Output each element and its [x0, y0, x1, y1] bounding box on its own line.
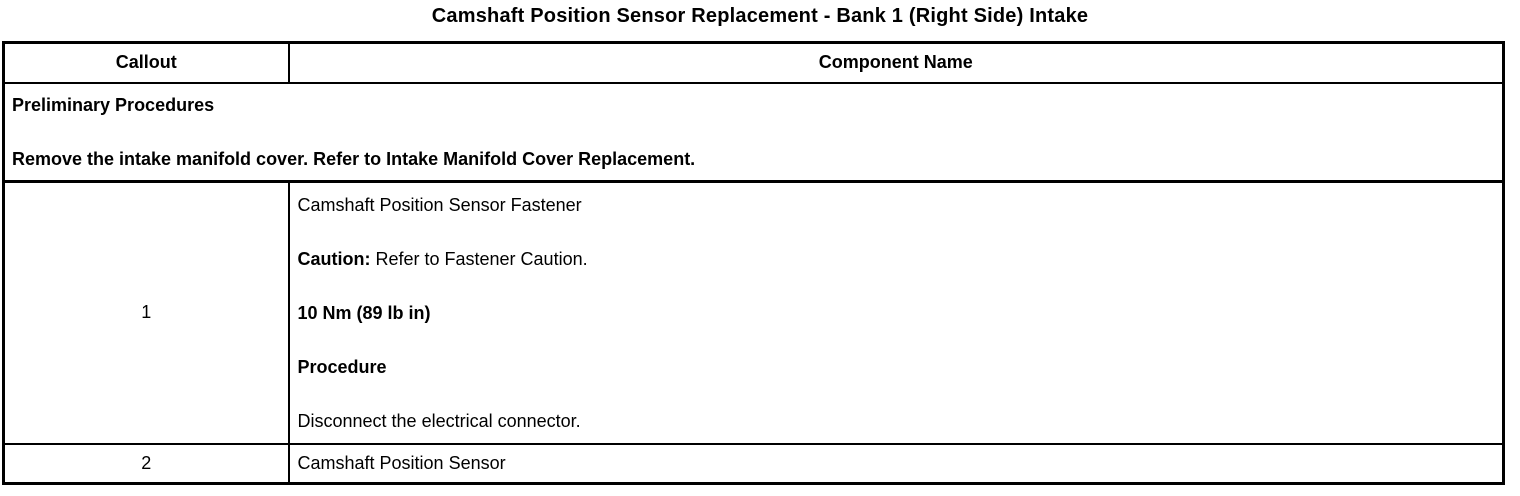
- callout-1-cell: 1: [3, 181, 290, 445]
- column-header-callout: Callout: [3, 42, 290, 84]
- column-header-component-name: Component Name: [288, 42, 1504, 84]
- preliminary-heading: Preliminary Procedures: [12, 94, 215, 115]
- caution-note: Caution: Refer to Fastener Caution.: [298, 246, 1495, 273]
- preliminary-procedures-row: Preliminary Procedures Remove the intake…: [3, 82, 1504, 183]
- preliminary-instruction: Remove the intake manifold cover. Refer …: [12, 148, 696, 169]
- callout-2-cell: 2: [3, 443, 290, 484]
- component-2-cell: Camshaft Position Sensor: [297, 452, 506, 473]
- table-header-row: Callout Component Name: [3, 42, 1504, 84]
- page-title: Camshaft Position Sensor Replacement - B…: [431, 5, 1089, 27]
- parts-table: Callout Component Name Preliminary Proce…: [2, 41, 1505, 485]
- table-row: 2 Camshaft Position Sensor: [3, 443, 1504, 484]
- component-name-text: Camshaft Position Sensor Fastener: [297, 194, 582, 215]
- torque-spec: 10 Nm (89 lb in): [297, 302, 431, 323]
- component-1-cell: Camshaft Position Sensor Fastener Cautio…: [288, 181, 1504, 445]
- procedure-heading: Procedure: [297, 356, 387, 377]
- caution-label: Caution:: [297, 248, 371, 269]
- preliminary-procedures-cell: Preliminary Procedures Remove the intake…: [3, 82, 1504, 183]
- caution-text: Refer to Fastener Caution.: [370, 248, 588, 269]
- procedure-step: Disconnect the electrical connector.: [297, 410, 581, 431]
- table-row: 1 Camshaft Position Sensor Fastener Caut…: [3, 181, 1504, 445]
